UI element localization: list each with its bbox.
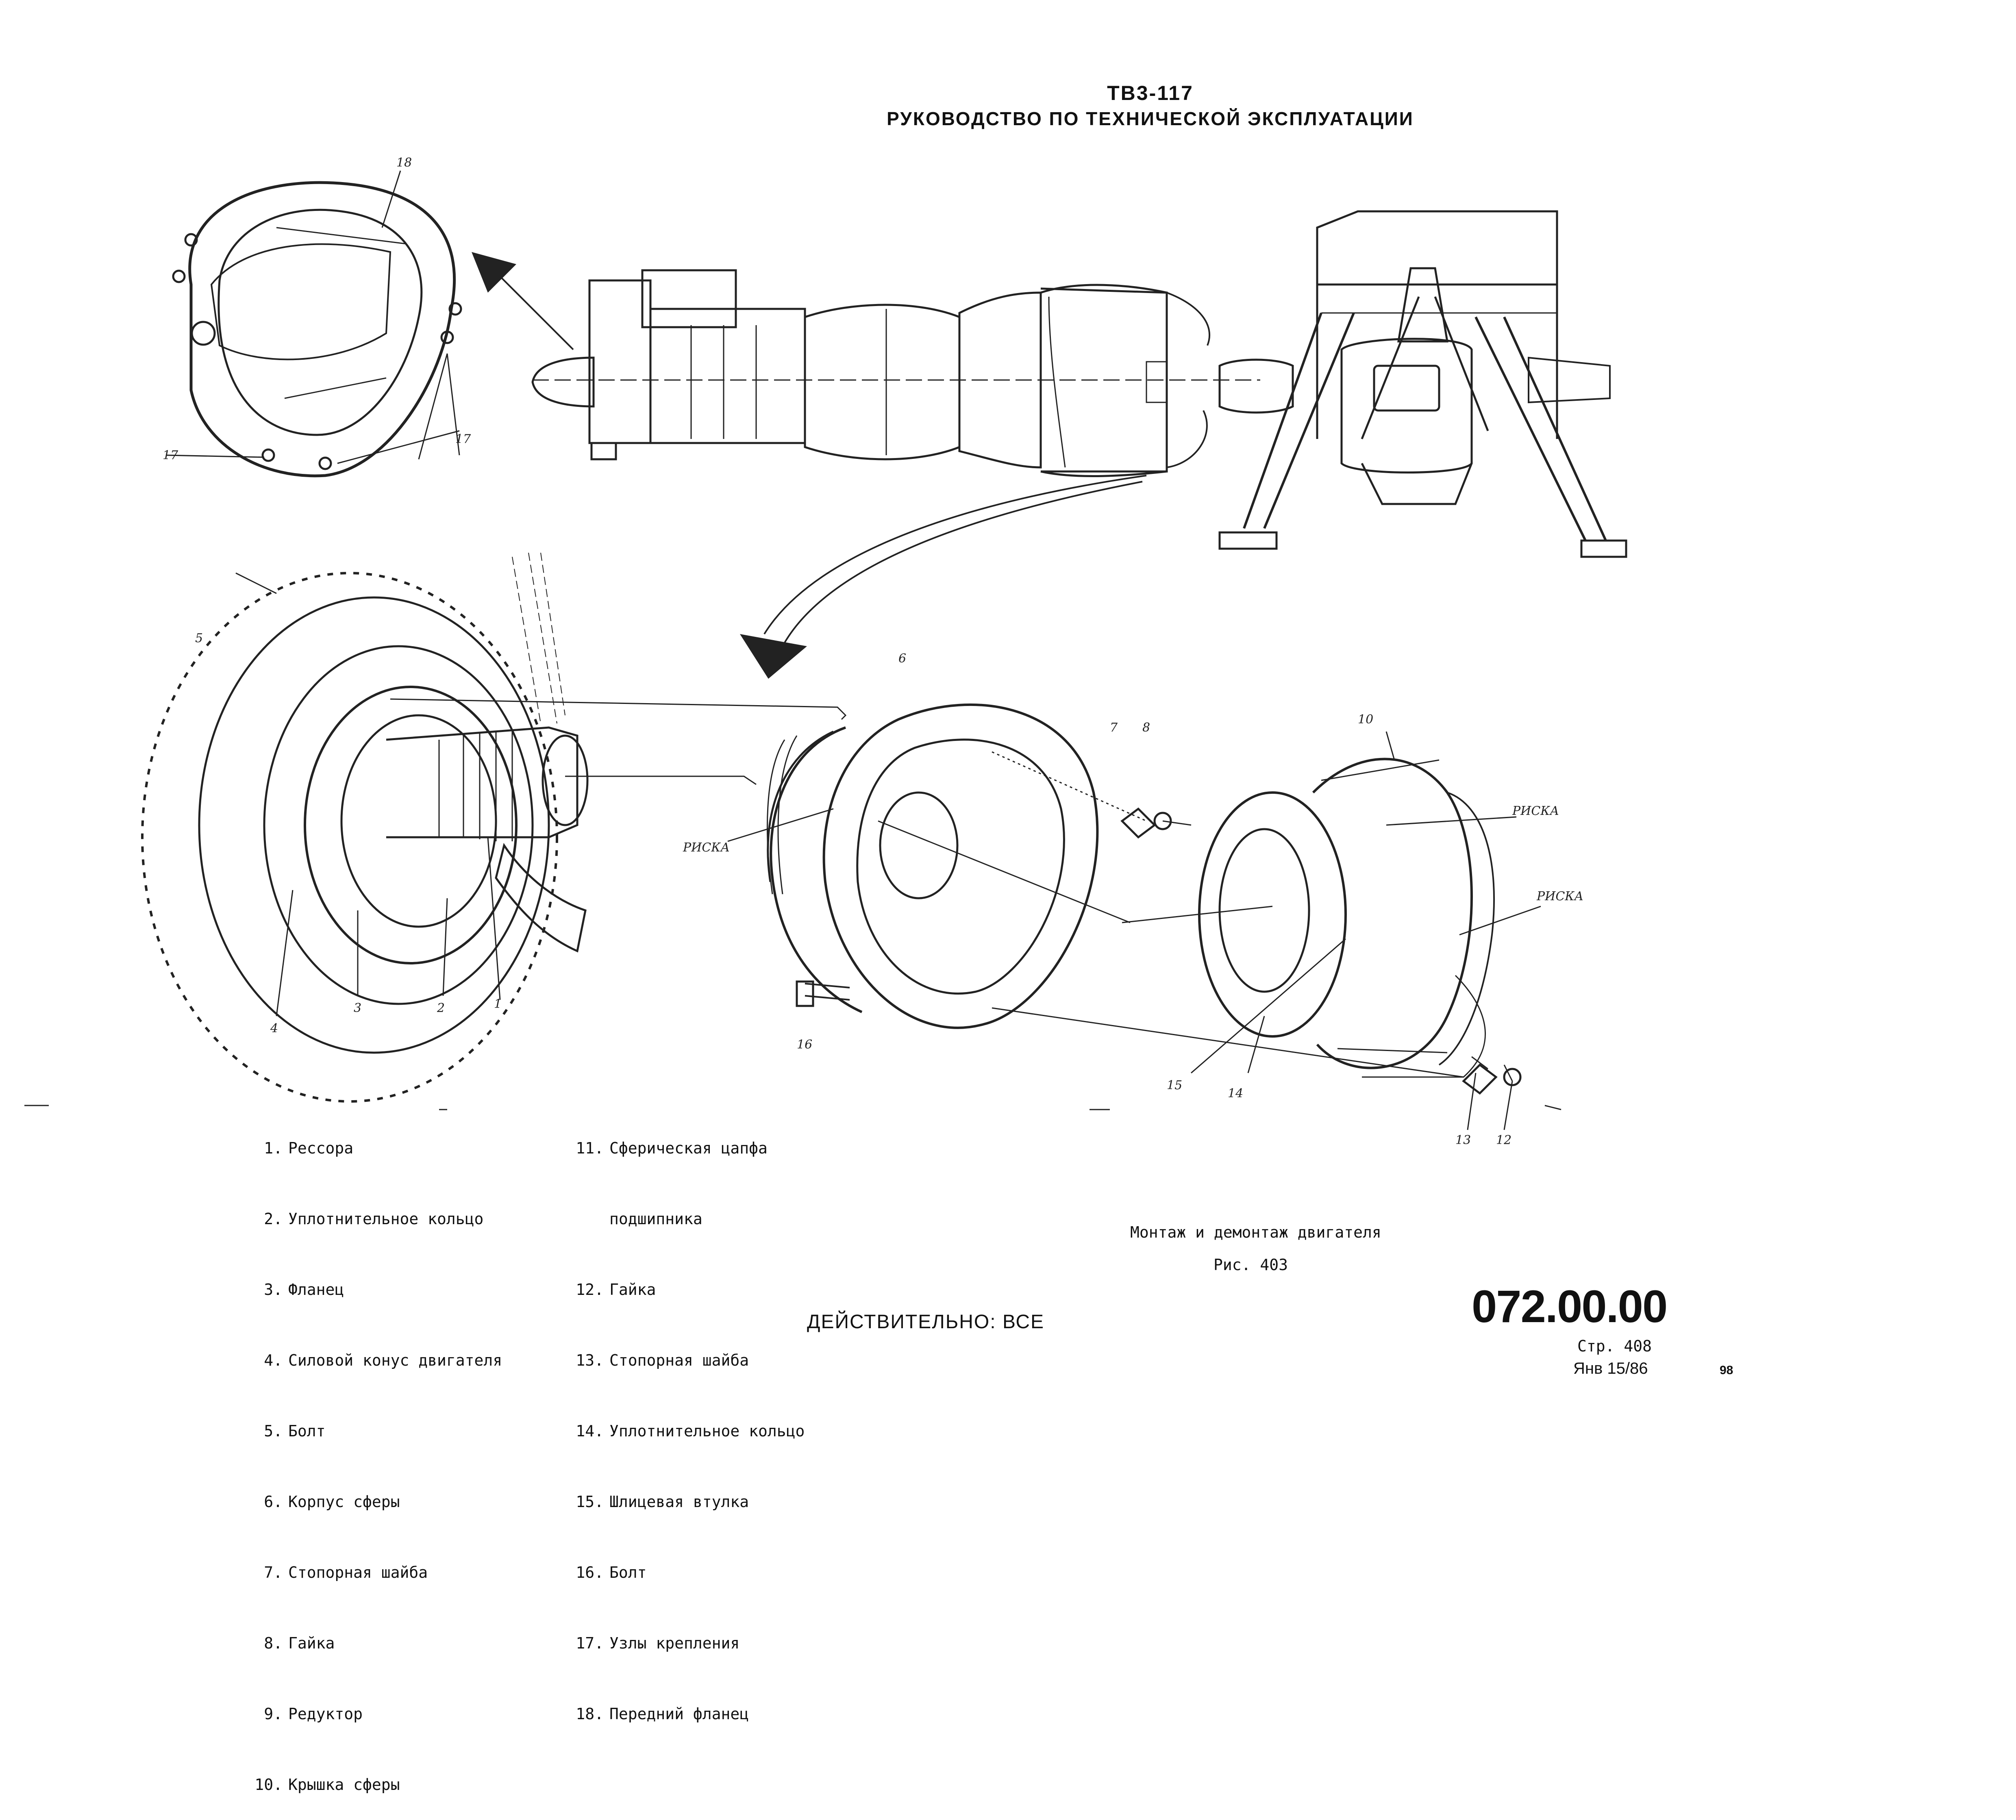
margin-number: 98: [1720, 1364, 1733, 1377]
legend-item: 1.Рессора: [264, 1139, 354, 1157]
callout-12: 12: [1496, 1133, 1511, 1147]
callout-16: 16: [797, 1038, 812, 1052]
revision-date: Янв 15/86: [1573, 1360, 1648, 1377]
callout-1: 1: [494, 997, 502, 1011]
callout-6: 6: [898, 652, 906, 666]
callout-4: 4: [270, 1021, 278, 1036]
legend-item: 10.Крышка сферы: [254, 1776, 400, 1794]
callout-17b: 17: [455, 432, 471, 446]
gearbox-cover: [1191, 731, 1541, 1130]
document-title: ТВ3-117: [1107, 82, 1194, 104]
sphere-housing: [727, 703, 1464, 1078]
callout-risk-1: РИСКА: [683, 841, 730, 855]
callout-3: 3: [354, 1001, 361, 1015]
legend-item: подшипника: [609, 1210, 702, 1228]
legend-item: 12.Гайка: [576, 1281, 656, 1299]
callout-risk-3: РИСКА: [1536, 889, 1583, 903]
legend-item: 7.Стопорная шайба: [264, 1564, 428, 1581]
callout-13: 13: [1455, 1133, 1471, 1147]
callout-2: 2: [437, 1001, 445, 1015]
legend-item: 3.Фланец: [264, 1281, 344, 1299]
callout-17a: 17: [163, 448, 178, 463]
legend-item: 2.Уплотнительное кольцо: [264, 1210, 484, 1228]
validity-note: ДЕЙСТВИТЕЛЬНО: ВСЕ: [807, 1311, 1045, 1333]
legend-item: 13.Стопорная шайба: [576, 1351, 749, 1369]
front-flange-view: [166, 170, 462, 478]
callout-7: 7: [1110, 721, 1118, 735]
document-subtitle: РУКОВОДСТВО ПО ТЕХНИЧЕСКОЙ ЭКСПЛУАТАЦИИ: [887, 108, 1414, 129]
mounting-frame-view: [1218, 210, 1627, 558]
page-number: Стр. 408: [1577, 1337, 1652, 1355]
legend-item: 9.Редуктор: [264, 1705, 363, 1723]
callout-15: 15: [1167, 1078, 1182, 1092]
legend-left: 1.Рессора 2.Уплотнительное кольцо 3.Флан…: [244, 1089, 502, 1820]
callout-5: 5: [195, 631, 203, 645]
callout-risk-2: РИСКА: [1512, 804, 1559, 818]
engine-installation-drawing: 18 17 17 5 4 3 2 1 6 7 8 10 16 15 14 13 …: [24, 156, 1627, 1147]
figure-caption-title: Монтаж и демонтаж двигателя: [1130, 1223, 1381, 1241]
engine-side-view: [531, 269, 1260, 478]
callout-14: 14: [1228, 1086, 1243, 1101]
legend-item: 14.Уплотнительное кольцо: [576, 1422, 805, 1440]
legend-item: 15.Шлицевая втулка: [576, 1493, 749, 1511]
legend-item: 17.Узлы крепления: [576, 1634, 740, 1652]
legend-item: 8.Гайка: [264, 1634, 335, 1652]
legend-item: 16.Болт: [576, 1564, 647, 1581]
legend-item: 18.Передний фланец: [576, 1705, 749, 1723]
callout-10: 10: [1358, 712, 1373, 727]
legend-item: 5.Болт: [264, 1422, 326, 1440]
legend-right: 11.Сферическая цапфа подшипника 12.Гайка…: [565, 1089, 805, 1749]
legend-item: 6.Корпус сферы: [264, 1493, 400, 1511]
callout-8: 8: [1142, 721, 1150, 735]
figure-caption-number: Рис. 403: [1214, 1256, 1288, 1274]
gearbox-flange-assembly: [141, 552, 847, 1103]
document-number: 072.00.00: [1472, 1281, 1668, 1332]
legend-item: 4.Силовой конус двигателя: [264, 1351, 502, 1369]
legend-item: 11.Сферическая цапфа: [576, 1139, 768, 1157]
callout-18: 18: [396, 156, 412, 170]
